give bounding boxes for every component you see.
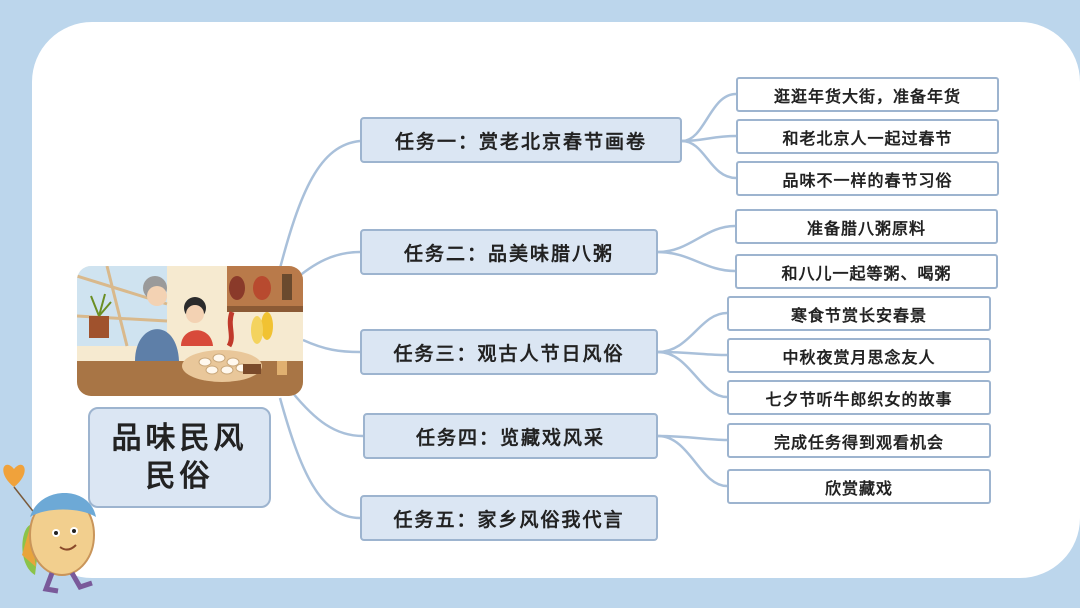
new-year-illustration: [77, 266, 303, 396]
link-root-task4: [291, 391, 364, 438]
task-2: 任务二：品美味腊八粥: [360, 229, 658, 275]
task-4-item-2: 欣赏藏戏: [727, 469, 991, 504]
task-3-item-2: 中秋夜赏月思念友人: [727, 338, 991, 373]
link-root-task5: [278, 397, 361, 520]
task-5: 任务五：家乡风俗我代言: [360, 495, 658, 541]
task-2-item-2: 和八儿一起等粥、喝粥: [735, 254, 998, 289]
task-4: 任务四：览藏戏风采: [363, 413, 658, 459]
root-topic-line2: 民俗: [145, 458, 214, 494]
mascot-character: [0, 455, 112, 595]
task-3: 任务三：观古人节日风俗: [360, 329, 658, 375]
task-2-item-1: 准备腊八粥原料: [735, 209, 998, 244]
task-4-item-1: 完成任务得到观看机会: [727, 423, 991, 458]
task-1: 任务一：赏老北京春节画卷: [360, 117, 682, 163]
link-root-task3: [302, 338, 361, 354]
task-1-item-3: 品味不一样的春节习俗: [736, 161, 999, 196]
link-root-task1: [276, 139, 361, 277]
task-1-item-2: 和老北京人一起过春节: [736, 119, 999, 154]
task-1-item-1: 逛逛年货大街，准备年货: [736, 77, 999, 112]
root-topic-line1: 品味民风: [111, 420, 248, 456]
task-3-item-3: 七夕节听牛郎织女的故事: [727, 380, 991, 415]
task-3-item-1: 寒食节赏长安春景: [727, 296, 991, 331]
root-topic: 品味民风 民俗: [88, 407, 271, 508]
